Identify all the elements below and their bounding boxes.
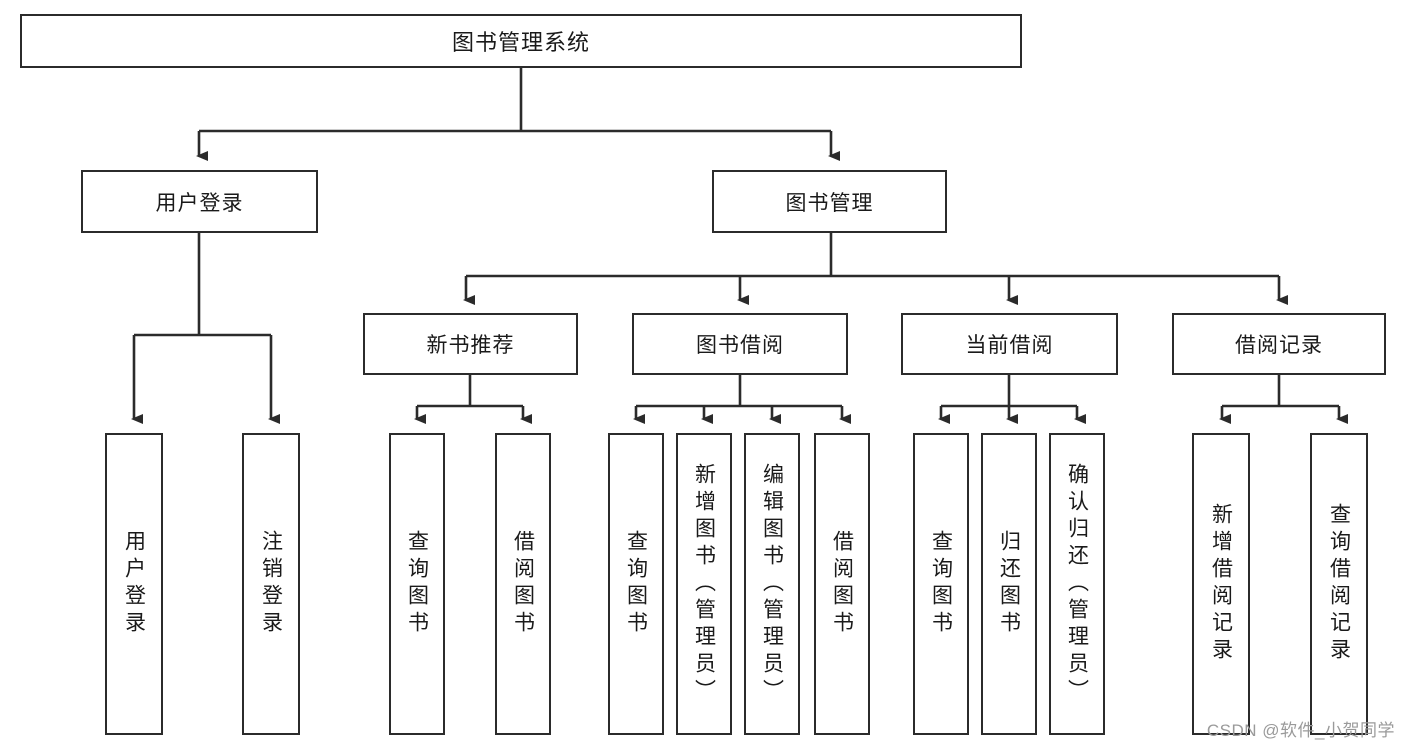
leaf-book-borrow-add-book-admin[interactable]: 新增图书（管理员）: [676, 433, 732, 735]
leaf-current-borrow-return-book[interactable]: 归还图书: [981, 433, 1037, 735]
node-label: 查询图书: [929, 530, 953, 638]
node-label: 注销登录: [259, 530, 283, 638]
node-label: 图书借阅: [696, 334, 784, 357]
leaf-new-book-query-book[interactable]: 查询图书: [389, 433, 445, 735]
leaf-borrow-record-query-record[interactable]: 查询借阅记录: [1310, 433, 1368, 735]
leaf-current-borrow-confirm-return-admin[interactable]: 确认归还（管理员）: [1049, 433, 1105, 735]
leaf-book-borrow-borrow-book[interactable]: 借阅图书: [814, 433, 870, 735]
leaf-user-login-logout[interactable]: 注销登录: [242, 433, 300, 735]
node-label: 查询图书: [624, 530, 648, 638]
node-borrow-record[interactable]: 借阅记录: [1172, 313, 1386, 375]
leaf-new-book-borrow-book[interactable]: 借阅图书: [495, 433, 551, 735]
node-label: 归还图书: [997, 530, 1021, 638]
node-label: 用户登录: [155, 191, 244, 215]
leaf-book-borrow-edit-book-admin[interactable]: 编辑图书（管理员）: [744, 433, 800, 735]
watermark-text: CSDN @软件_小贺同学: [1206, 721, 1395, 740]
node-label: 编辑图书（管理员）: [760, 462, 784, 706]
node-root-book-management-system[interactable]: 图书管理系统: [20, 14, 1022, 68]
node-label: 当前借阅: [965, 334, 1054, 357]
node-label: 图书管理系统: [451, 30, 590, 55]
node-new-book-recommend[interactable]: 新书推荐: [363, 313, 578, 375]
leaf-user-login-login[interactable]: 用户登录: [105, 433, 163, 735]
node-label: 新增图书（管理员）: [692, 462, 716, 706]
node-label: 用户登录: [122, 530, 146, 638]
node-book-borrow[interactable]: 图书借阅: [632, 313, 848, 375]
leaf-borrow-record-add-record[interactable]: 新增借阅记录: [1192, 433, 1250, 735]
node-label: 新增借阅记录: [1209, 503, 1233, 665]
node-label: 新书推荐: [426, 334, 515, 357]
node-label: 图书管理: [785, 191, 874, 215]
node-label: 确认归还（管理员）: [1065, 462, 1089, 706]
node-label: 借阅图书: [830, 530, 854, 638]
node-label: 查询借阅记录: [1327, 503, 1351, 665]
leaf-current-borrow-query-book[interactable]: 查询图书: [913, 433, 969, 735]
node-book-management[interactable]: 图书管理: [712, 170, 947, 233]
leaf-book-borrow-query-book[interactable]: 查询图书: [608, 433, 664, 735]
node-label: 借阅图书: [511, 530, 535, 638]
node-current-borrow[interactable]: 当前借阅: [901, 313, 1118, 375]
node-label: 借阅记录: [1235, 334, 1323, 357]
node-user-login[interactable]: 用户登录: [81, 170, 318, 233]
node-label: 查询图书: [405, 530, 429, 638]
